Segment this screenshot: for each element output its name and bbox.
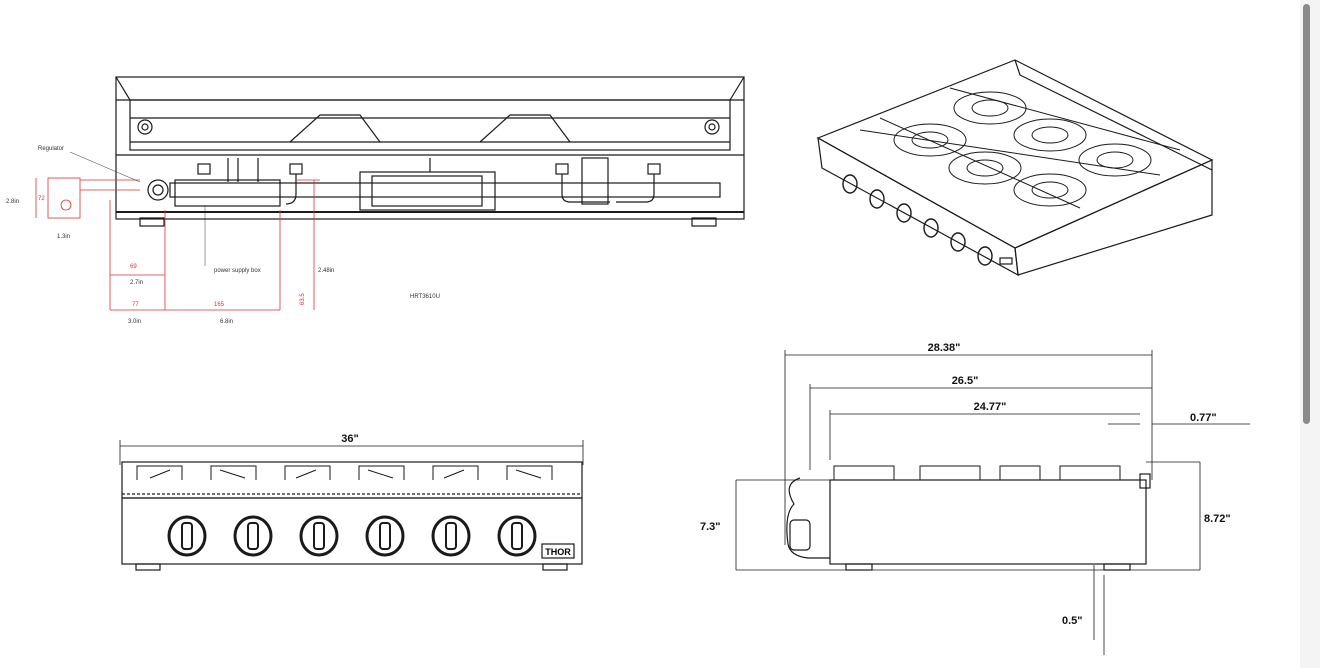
control-knob — [299, 515, 339, 557]
front-grate-row — [121, 461, 583, 499]
side-view-dimensions — [735, 350, 1250, 655]
dim-63-5: 63.5 — [300, 293, 306, 305]
dim-165: 165 — [214, 302, 225, 308]
dim-2-48in: 2.48in — [318, 268, 334, 274]
side-body — [829, 479, 1147, 565]
leg-height-label: 0.5" — [1062, 615, 1083, 627]
dim-1-3in: 1.3in — [57, 234, 70, 240]
front-view-drawing — [119, 440, 584, 571]
front-width-label: 36" — [341, 433, 358, 445]
dim-69: 69 — [130, 264, 137, 270]
burner-tray — [129, 99, 731, 151]
body-height-label: 7.3" — [700, 521, 721, 533]
dim-77: 77 — [132, 302, 139, 308]
model-label: HRT3610U — [410, 294, 440, 300]
power-supply-label: power supply box — [214, 268, 261, 274]
body-depth-label: 26.5" — [952, 375, 979, 387]
iso-side-face — [1014, 159, 1213, 276]
front-panel — [121, 497, 583, 565]
knob-row — [167, 515, 537, 557]
dim-2-8in: 2.8in — [6, 199, 19, 205]
regulator-label: Regulator — [38, 146, 64, 152]
dim-2-7in: 2.7in — [130, 280, 143, 286]
control-knob — [233, 515, 273, 557]
top-view-foot-right — [691, 217, 717, 227]
top-view-dimensions — [35, 177, 320, 311]
top-view-outline — [115, 76, 745, 220]
control-knob — [167, 515, 207, 557]
iso-front-face — [817, 136, 1019, 277]
overall-height-label: 8.72" — [1204, 513, 1231, 525]
rear-offset-label: 0.77" — [1190, 412, 1217, 424]
dim-72: 72 — [38, 196, 45, 202]
top-view-foot-left — [139, 217, 165, 227]
dim-6-8in: 6.8in — [220, 319, 233, 325]
overall-depth-label: 28.38" — [928, 342, 961, 354]
dim-3-0in: 3.0in — [128, 319, 141, 325]
control-knob — [431, 515, 471, 557]
top-view-labels: Regulator 2.8in 72 1.3in 69 2.7in 77 165… — [6, 146, 440, 325]
scrollbar-thumb[interactable] — [1303, 4, 1310, 424]
top-view-drawing — [115, 76, 745, 227]
brand-label: THOR — [545, 547, 571, 557]
brand-plate — [541, 543, 575, 559]
isometric-view — [816, 59, 1214, 277]
control-knob — [497, 515, 537, 557]
iso-top-surface — [816, 59, 1214, 249]
side-view-drawing — [786, 465, 1151, 571]
control-knob — [365, 515, 405, 557]
grate-depth-label: 24.77" — [974, 401, 1007, 413]
